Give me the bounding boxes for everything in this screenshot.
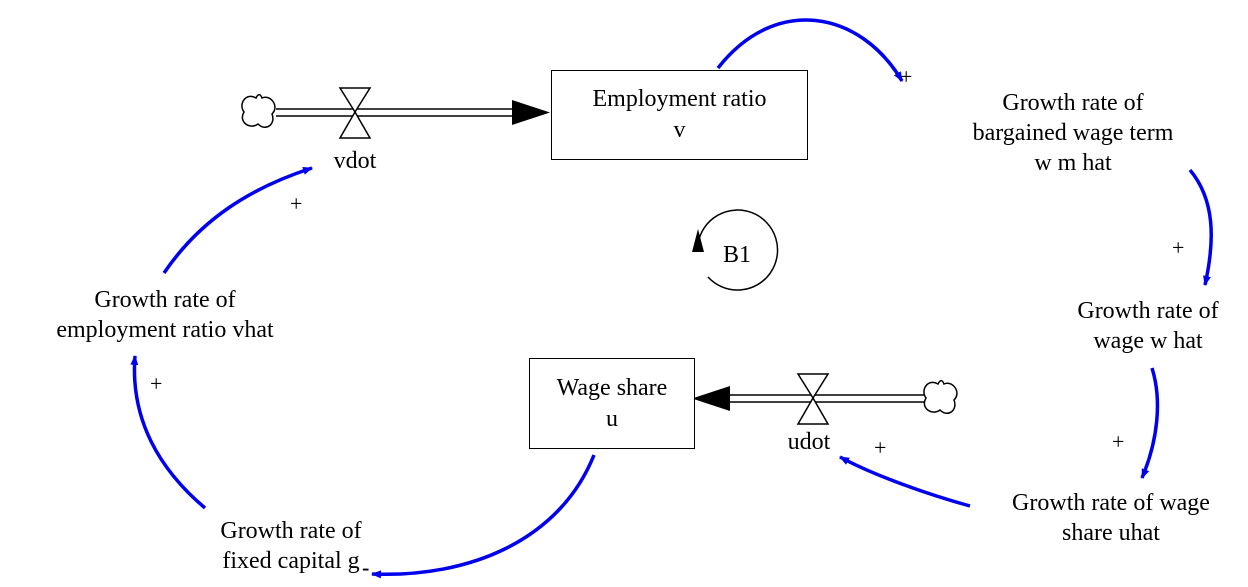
stock-wage-share-name: Wage share (556, 374, 668, 401)
udot-valve-icon[interactable] (796, 373, 830, 425)
vdot-flow-pipe (276, 100, 550, 125)
loop-circle-icon (697, 209, 779, 291)
variable-wm-hat-line3: w m hat (1034, 150, 1112, 176)
stock-wage-share[interactable]: Wage share u (529, 358, 695, 449)
link-wm-hat-to-w-hat[interactable] (1188, 168, 1213, 286)
variable-vhat-line1: Growth rate of (94, 287, 236, 313)
udot-flow-pipe (692, 386, 926, 411)
polarity-vhat-to-vdot: + (290, 191, 303, 216)
polarity-wm-hat-to-w-hat: + (1172, 235, 1185, 260)
loop-arrowhead-icon (692, 229, 704, 252)
link-uhat-to-udot[interactable] (839, 455, 971, 508)
variable-vhat-line2: employment ratio vhat (56, 317, 274, 343)
link-vhat-to-vdot[interactable] (162, 166, 313, 274)
link-g-to-vhat[interactable] (130, 355, 207, 510)
vdot-source-cloud-icon (241, 93, 276, 128)
stock-employment-ratio-symbol: v (673, 117, 686, 143)
variable-g[interactable]: Growth rate of fixed capital g (176, 516, 406, 576)
variable-g-line2: fixed capital g (222, 548, 360, 574)
variable-g-line1: Growth rate of (220, 518, 362, 544)
polarity-g-to-vhat: + (150, 371, 163, 396)
udot-source-cloud-icon (923, 379, 958, 414)
variable-wm-hat[interactable]: Growth rate of bargained wage term w m h… (940, 88, 1206, 178)
link-w-hat-to-uhat[interactable] (1140, 367, 1160, 479)
udot-flow-arrowhead (692, 386, 730, 411)
variable-vhat[interactable]: Growth rate of employment ratio vhat (10, 285, 320, 345)
stock-employment-ratio-name: Employment ratio (592, 86, 767, 112)
variable-w-hat[interactable]: Growth rate of wage w hat (1048, 296, 1248, 356)
stock-employment-ratio[interactable]: Employment ratio v (551, 70, 808, 160)
flow-vdot-label: vdot (333, 148, 377, 174)
variable-wm-hat-line2: bargained wage term (972, 120, 1174, 146)
variable-w-hat-line2: wage w hat (1093, 328, 1203, 354)
polarity-uhat-to-udot: + (874, 435, 887, 460)
polarity-w-hat-to-uhat: + (1112, 429, 1125, 454)
polarity-u-to-g: - (362, 555, 370, 580)
variable-uhat[interactable]: Growth rate of wage share uhat (974, 488, 1248, 548)
variable-uhat-line1: Growth rate of wage (1012, 490, 1210, 516)
loop-label-b1: B1 (723, 242, 752, 268)
variable-w-hat-line1: Growth rate of (1077, 298, 1219, 324)
vdot-flow-arrowhead (512, 100, 550, 125)
variable-wm-hat-line1: Growth rate of (1002, 90, 1144, 116)
link-v-to-wm-hat[interactable] (716, 18, 904, 82)
polarity-v-to-wm-hat: + (900, 64, 913, 89)
link-u-to-g[interactable] (371, 454, 596, 579)
vdot-valve-icon[interactable] (338, 87, 372, 139)
stock-wage-share-symbol: u (606, 405, 618, 432)
variable-uhat-line2: share uhat (1062, 520, 1160, 546)
flow-udot-label: udot (787, 429, 831, 455)
